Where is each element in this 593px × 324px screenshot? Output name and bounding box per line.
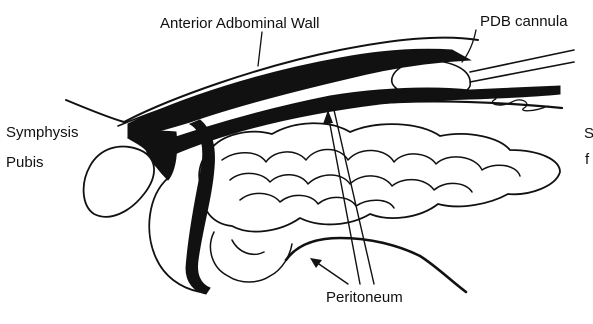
label-anterior-abdominal-wall: Anterior Adbominal Wall (160, 16, 320, 31)
label-pdb-cannula: PDB cannula (480, 14, 568, 29)
cannula-tube-lower (470, 62, 574, 82)
intestine-lower-loops (210, 232, 292, 282)
pubis-black-wedge (128, 131, 177, 180)
peritoneum-leader-3-arrow (310, 258, 322, 268)
label-pubis: Pubis (6, 155, 44, 170)
peritoneum-lower-line (286, 238, 466, 292)
label-symphysis: Symphysis (6, 125, 79, 140)
abdominal-wall-leader (258, 32, 262, 66)
intestine-coils (222, 150, 520, 209)
label-peritoneum: Peritoneum (326, 290, 403, 305)
peritoneum-leader-3 (316, 262, 348, 284)
label-edge-fragment-1: S (584, 126, 593, 141)
label-edge-fragment-2: f (585, 152, 589, 167)
symphysis-pubis-bone (84, 147, 154, 217)
cannula-tube-upper (470, 50, 574, 72)
peritoneum-leader-1 (328, 114, 360, 284)
